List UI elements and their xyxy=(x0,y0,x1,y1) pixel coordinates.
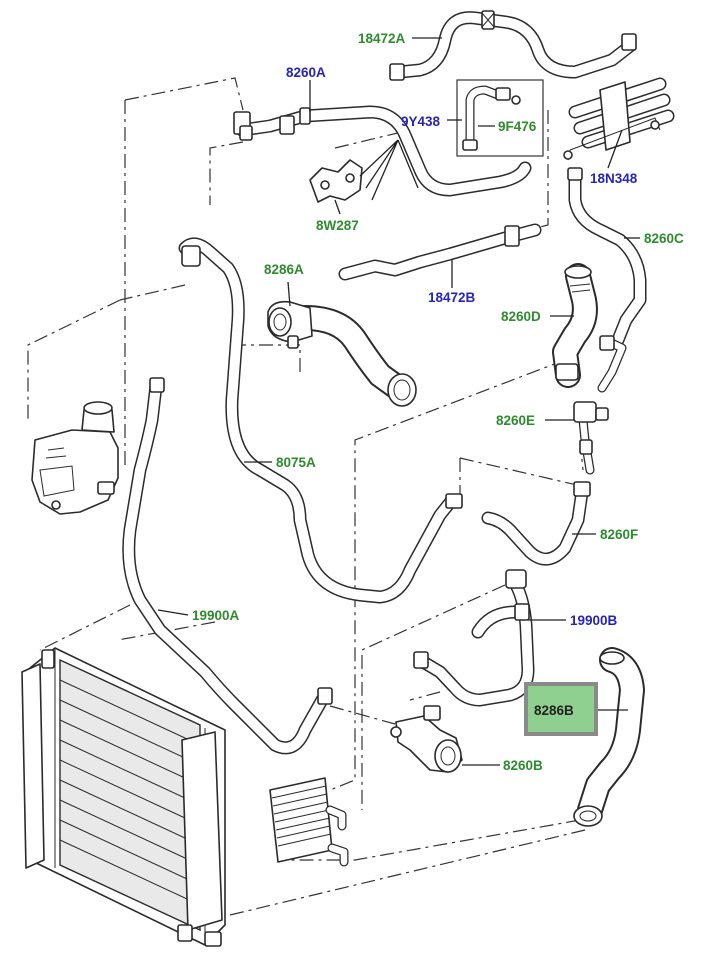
label-8260D: 8260D xyxy=(501,309,541,324)
label-19900B: 19900B xyxy=(570,613,618,628)
hose-8260C xyxy=(567,167,647,347)
guide-lines xyxy=(27,77,591,926)
label-8260C: 8260C xyxy=(644,231,684,246)
hose-19900B xyxy=(413,569,535,707)
label-18N348: 18N348 xyxy=(590,171,638,186)
label-9F476: 9F476 xyxy=(498,119,537,134)
expansion-tank xyxy=(31,401,119,515)
hose-19900A xyxy=(122,377,333,755)
label-8260B: 8260B xyxy=(503,758,543,773)
label-8286B: 8286B xyxy=(534,703,574,718)
oil-cooler xyxy=(269,777,349,867)
label-18472A: 18472A xyxy=(358,31,406,46)
hose-8286A xyxy=(267,300,417,407)
pump-8260B xyxy=(390,705,463,773)
bracket-8W287 xyxy=(309,159,363,203)
leader-lines xyxy=(157,37,640,766)
label-8260F: 8260F xyxy=(600,527,638,542)
label-9Y438: 9Y438 xyxy=(401,114,441,129)
hose-8260F xyxy=(481,481,591,566)
hose-8260A xyxy=(233,105,532,197)
radiator xyxy=(21,647,226,947)
label-8286A: 8286A xyxy=(264,262,304,277)
hose-8286B xyxy=(573,647,645,827)
hose-18472A xyxy=(389,10,637,81)
label-19900A: 19900A xyxy=(192,608,240,623)
label-18472B: 18472B xyxy=(428,290,476,305)
pipe-assembly-18N348 xyxy=(563,77,675,161)
label-8260A: 8260A xyxy=(286,65,326,80)
hose-8075A xyxy=(178,237,463,604)
label-8260E: 8260E xyxy=(496,413,535,428)
hose-8260D xyxy=(552,263,627,393)
hose-18472B xyxy=(338,223,542,281)
label-8W287: 8W287 xyxy=(316,218,359,233)
connector-8260E xyxy=(573,401,609,475)
label-8075A: 8075A xyxy=(276,455,316,470)
highlight-box-8286B xyxy=(524,682,598,736)
part-labels: 18472A 8260A 9Y438 9F476 18N348 8W287 82… xyxy=(192,31,684,773)
inset-9F476 xyxy=(456,79,544,157)
